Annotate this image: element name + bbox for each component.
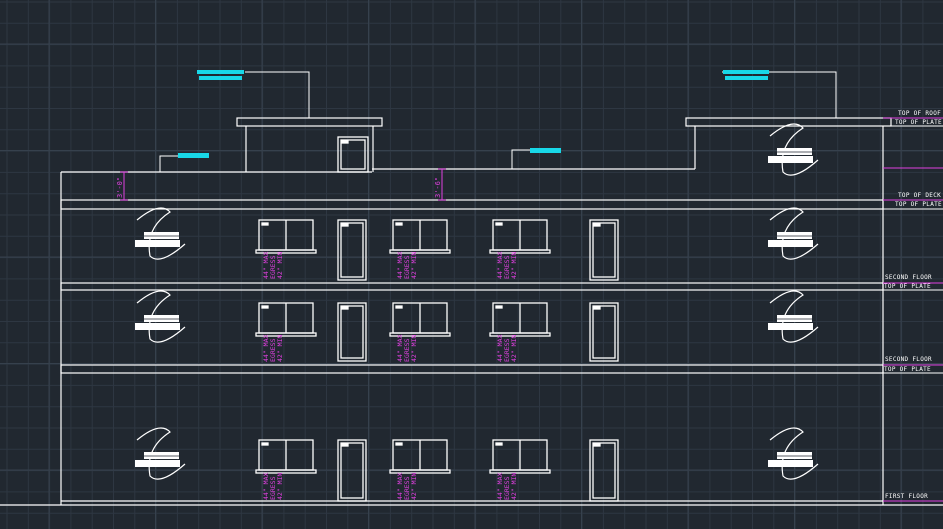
window-icon xyxy=(389,439,451,474)
callout-tags xyxy=(159,70,837,172)
egress-note-line: 42" MIN xyxy=(276,335,284,362)
dimension-roof-parapet: 3'-0" xyxy=(116,177,124,198)
door-icon xyxy=(589,439,619,502)
window-icon xyxy=(389,219,451,254)
egress-note-line: 42" MIN xyxy=(276,252,284,279)
door-icon xyxy=(589,219,619,281)
egress-note-line: 42" MIN xyxy=(510,335,518,362)
hvac-condenser-icon xyxy=(768,427,819,480)
hvac-condenser-icon xyxy=(135,427,186,480)
egress-note-line: 44" MAX xyxy=(496,473,504,500)
door-icon xyxy=(337,136,369,173)
level-top-of-plate-roof: TOP OF PLATE xyxy=(895,119,942,126)
hvac-condenser-icon xyxy=(768,123,819,176)
level-second-floor-b: SECOND FLOOR xyxy=(885,356,932,363)
callout-tag-label xyxy=(197,70,244,74)
level-markers xyxy=(883,117,943,502)
egress-note-line: EGRESS xyxy=(269,338,277,362)
callout-tag-label xyxy=(530,148,561,153)
door-icon xyxy=(337,302,367,362)
egress-note-line: EGRESS xyxy=(503,476,511,500)
egress-note-line: 44" MAX xyxy=(496,335,504,362)
egress-note-line: 44" MAX xyxy=(262,473,270,500)
window-icon xyxy=(255,302,317,337)
building-outline xyxy=(0,117,943,506)
level-top-of-deck: TOP OF DECK xyxy=(898,192,942,199)
egress-note-line: 42" MIN xyxy=(410,335,418,362)
level-first-floor: FIRST FLOOR xyxy=(885,493,929,500)
egress-note-line: EGRESS xyxy=(403,255,411,279)
door-icon xyxy=(337,439,367,502)
level-top-of-roof: TOP OF ROOF xyxy=(898,110,942,117)
egress-note-line: 42" MIN xyxy=(510,252,518,279)
egress-note-line: 44" MAX xyxy=(396,335,404,362)
window-icon xyxy=(489,219,551,254)
level-top-of-plate-a: TOP OF PLATE xyxy=(884,283,931,290)
callout-tag-label xyxy=(723,70,769,74)
egress-note-line: 44" MAX xyxy=(396,252,404,279)
window-icon xyxy=(255,439,317,474)
door-icon xyxy=(589,302,619,362)
doors xyxy=(337,136,619,502)
level-top-of-plate-b: TOP OF PLATE xyxy=(884,366,931,373)
level-top-of-plate-deck: TOP OF PLATE xyxy=(895,201,942,208)
egress-note-line: 42" MIN xyxy=(510,473,518,500)
window-icon xyxy=(255,219,317,254)
egress-note-line: EGRESS xyxy=(403,476,411,500)
windows xyxy=(255,219,551,474)
hvac-condenser-icon xyxy=(135,290,186,343)
egress-note-line: EGRESS xyxy=(269,255,277,279)
callout-tag-label xyxy=(178,153,209,158)
egress-note-line: 42" MIN xyxy=(410,252,418,279)
hvac-condenser-icon xyxy=(768,290,819,343)
dimension-markers xyxy=(120,168,446,201)
window-icon xyxy=(489,439,551,474)
hvac-condenser-icon xyxy=(768,207,819,260)
egress-note-line: EGRESS xyxy=(403,338,411,362)
hvac-units xyxy=(135,123,819,480)
door-icon xyxy=(337,219,367,281)
egress-note-line: 44" MAX xyxy=(262,335,270,362)
egress-note-line: 44" MAX xyxy=(262,252,270,279)
egress-note-line: 42" MIN xyxy=(410,473,418,500)
level-second-floor-a: SECOND FLOOR xyxy=(885,274,932,281)
egress-note-line: 42" MIN xyxy=(276,473,284,500)
egress-note-line: EGRESS xyxy=(503,255,511,279)
egress-note-line: EGRESS xyxy=(503,338,511,362)
hvac-condenser-icon xyxy=(135,207,186,260)
egress-note-line: EGRESS xyxy=(269,476,277,500)
egress-note-line: 44" MAX xyxy=(496,252,504,279)
dimension-deck-parapet: 3'-6" xyxy=(434,177,442,198)
window-icon xyxy=(389,302,451,337)
egress-note-line: 44" MAX xyxy=(396,473,404,500)
window-icon xyxy=(489,302,551,337)
